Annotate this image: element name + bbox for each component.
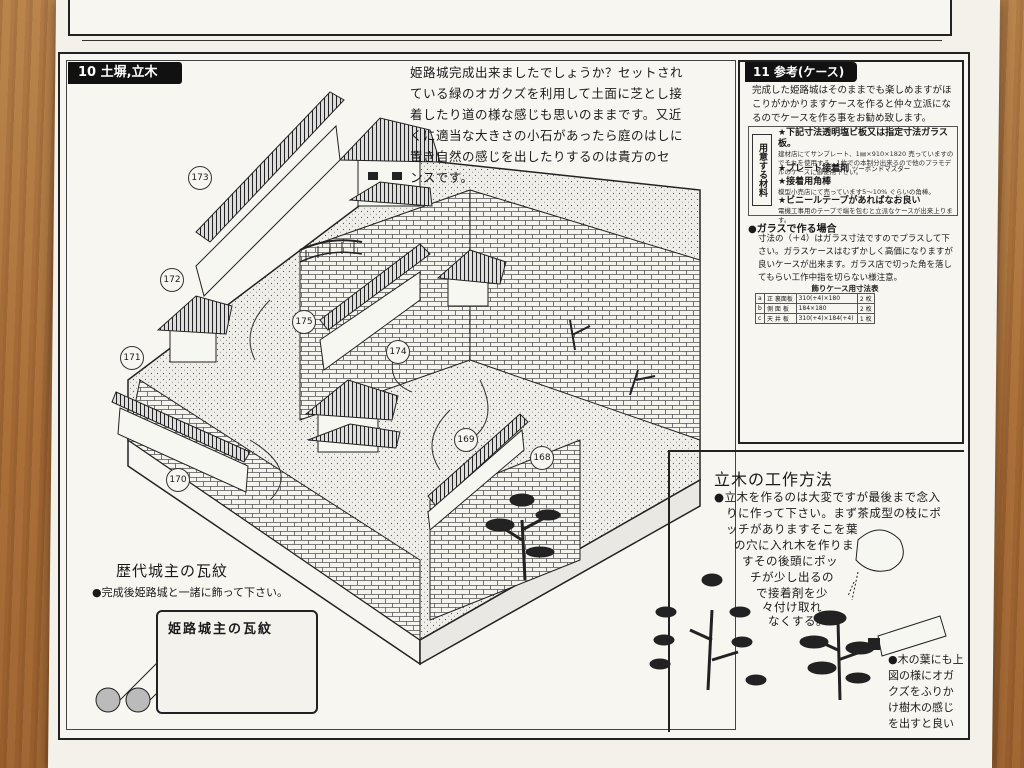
materials-box (748, 126, 958, 216)
crest-card-title: 姫路城主の瓦紋 (168, 622, 274, 637)
section-10-intro: 姫路城完成出来ましたでしょうか？セットされ ている緑のオガクズを利用して土面に芝… (410, 62, 730, 188)
tree-step-line: チが少し出るの (750, 570, 834, 584)
crests-note: ●完成後姫路城と一諸に飾って下さい。 (92, 586, 289, 599)
glass-instructions: 寸法の（＋4）はガラス寸法ですのでプラスして下さい。ガラスケースはむずかしく高価… (758, 234, 953, 283)
material-title: ★下記寸法透明塩ビ板又は指定寸法ガラス板。 (778, 128, 948, 149)
tree-step-line: ッチがありますそこを葉 (726, 522, 858, 536)
leaf-tip-line: け樹木の感じ (888, 701, 954, 714)
material-title: ★ビニールテープがあればなお良い (778, 196, 921, 206)
glass-heading: ●ガラスで作る場合 (748, 224, 837, 235)
tree-step-line: で接着剤を少 (756, 586, 828, 600)
intro-line: 置き自然の感じを出したりするのは貴方のセ (410, 149, 671, 164)
crests-heading: 歴代城主の瓦紋 (116, 562, 229, 580)
section-10-frame (66, 60, 736, 730)
tree-step-line: りに作って下さい。まず茶成型の枝にポ (726, 506, 942, 520)
hand-illustration (847, 529, 904, 601)
intro-line: ている緑のオガクズを利用して土面に芝とし接 (410, 86, 683, 101)
part-callout-174: 174 (386, 340, 410, 364)
part-leader-lines (249, 299, 489, 501)
tree-step-line: なくする。 (768, 614, 828, 628)
material-title: ★プレート接着剤 (778, 164, 850, 174)
tree-step-line: ●立木を作るのは大変ですが最後まで念入 (714, 490, 941, 504)
tree-step-line: の穴に入れ木を作りま (734, 538, 854, 552)
intro-line: ンスです。 (410, 170, 474, 185)
part-callout-171: 171 (120, 346, 144, 370)
part-callout-172: 172 (160, 268, 184, 292)
part-callout-175: 175 (292, 310, 316, 334)
leaf-tip-line: クズをふりか (888, 685, 954, 698)
table-row: a 正 裏面板 310(+4)×180 2 枚 (755, 293, 876, 304)
section-10-label: 10 土塀,立木 (68, 62, 182, 84)
table-row: b 側 面 板 184×180 2 枚 (755, 303, 876, 314)
material-item: ★ビニールテープがあればなお良い 電機工事用のテープで端を包むと立派なケースが出… (778, 196, 956, 225)
material-note: 模型小売店にて売っています5～10% ぐらいの角棒。 (778, 188, 935, 196)
leaf-tip-line: 図の様にオガ (888, 669, 954, 682)
leaf-tip-line: を出すと良い (888, 717, 954, 730)
section-11-label: 11 参考(ケース) (745, 62, 857, 82)
part-callout-173: 173 (188, 166, 212, 190)
material-item: ★プレート接着剤 ツーボンドマスター (778, 164, 956, 175)
pine-trees (485, 319, 656, 581)
garden-bridge (299, 239, 363, 263)
section-11-intro: 完成した姫路城はそのままでも楽しめますがほこりがかかりますケースを作ると仲々立派… (752, 85, 952, 124)
top-divider-line (82, 40, 942, 41)
part-callout-168: 168 (530, 446, 554, 470)
castle-keep (338, 117, 441, 207)
material-note: ツーボンドマスター (851, 165, 911, 173)
tree-step-line: 々付け取れ (762, 600, 822, 614)
previous-step-frame (68, 0, 952, 36)
dimension-table: a 正 裏面板 310(+4)×180 2 枚 b 側 面 板 184×180 … (755, 293, 876, 324)
material-note: 電機工事用のテープで端を包むと立派なケースが出来上ります。 (778, 207, 953, 224)
materials-side-label: 用意する材料 (752, 134, 772, 206)
section-11-frame (738, 60, 964, 444)
corner-turret (156, 295, 233, 363)
front-turret (304, 379, 401, 453)
table-row: c 天 井 板 310(+4)×184(+4) 1 枚 (755, 313, 876, 324)
middle-turret (436, 249, 507, 307)
glue-tube-illustration (868, 615, 947, 657)
intro-line: 着したり道の様な感じも思いのままです。又近 (410, 107, 682, 122)
crest-card (156, 610, 318, 714)
tree-step-line: すその後頭にポッ (742, 554, 838, 568)
material-item: ★下記寸法透明塩ビ板又は指定寸法ガラス板。 建材店にてサンプレート、1㎜×910… (778, 128, 956, 177)
tree-making-heading: 立木の工作方法 (714, 470, 834, 489)
tree-steps-illustration (649, 573, 875, 701)
leaf-tip-line: ●木の葉にも上 (888, 653, 964, 666)
material-item: ★接着用角棒 模型小売店にて売っています5～10% ぐらいの角棒。 (778, 177, 956, 197)
part-callout-169: 169 (454, 428, 478, 452)
material-note: 建材店にてサンプレート、1㎜×910×1820 売っていますのでそれを使用する。… (778, 150, 954, 176)
roof-wall-parts (111, 91, 529, 531)
material-title: ★接着用角棒 (778, 177, 832, 187)
part-callout-170: 170 (166, 468, 190, 492)
intro-line: くに適当な大きさの小石があったら庭のはしに (410, 128, 684, 143)
tree-making-frame (668, 450, 964, 732)
intro-line: 姫路城完成出来ましたでしょうか？セットされ (410, 65, 684, 80)
dimension-table-title: 飾りケース用寸法表 (811, 284, 879, 293)
